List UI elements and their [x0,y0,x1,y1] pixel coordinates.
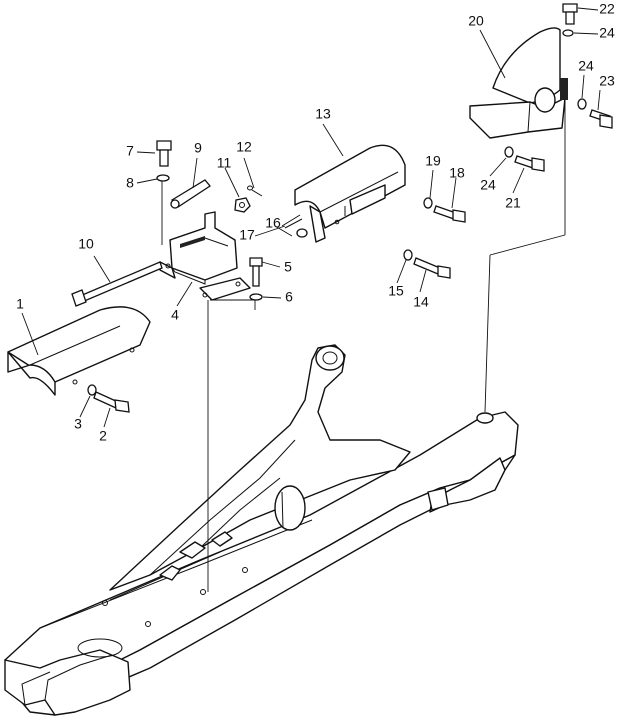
callout-16: 16 [265,215,281,231]
arm-link [109,344,411,591]
part-7-bolt [156,140,172,167]
part-20-guard [469,27,568,139]
main-frame [4,411,519,716]
callout-21: 21 [505,195,521,211]
part-15-washer [403,249,413,261]
callout-19: 19 [425,153,441,169]
callout-4: 4 [171,307,179,323]
callout-14: 14 [413,294,429,310]
callout-6: 6 [285,289,293,305]
callout-24-lower: 24 [480,177,496,193]
callout-15: 15 [388,283,404,299]
part-12-cotter-pin [247,185,263,197]
part-1-cover [7,306,151,396]
callout-17: 17 [239,227,255,243]
part-11-nut [234,197,251,213]
callout-3: 3 [74,416,82,432]
callout-7: 7 [126,143,134,159]
part-8-washer [156,174,170,182]
part-24-washers [504,29,587,158]
callout-23: 23 [599,73,615,89]
callout-24-top: 24 [599,25,615,41]
callout-1: 1 [16,296,24,312]
callout-labels: 1 2 3 4 5 6 7 8 9 10 11 12 13 14 15 16 1… [16,1,615,444]
reference-lines [161,95,566,592]
part-9-pin [170,179,211,209]
part-17-pin [281,214,303,229]
part-6-washer [249,293,263,301]
callout-8: 8 [126,175,134,191]
part-5-bolt [249,257,263,287]
part-3-washer [87,384,97,396]
part-13-cover [294,144,406,243]
part-16-washer [296,228,308,238]
callout-20: 20 [468,13,484,29]
part-22-bolt [562,3,578,25]
callout-5: 5 [284,259,292,275]
callout-18: 18 [449,165,465,181]
part-10-long-bolt [71,261,163,307]
leader-lines [21,7,601,428]
part-4-bracket [159,211,251,301]
callout-22: 22 [599,1,615,17]
part-19-washer [423,197,433,209]
callout-2: 2 [99,428,107,444]
callout-12: 12 [236,139,252,155]
callout-13: 13 [315,106,331,122]
part-14-bolt [413,257,451,279]
callout-11: 11 [217,155,232,171]
part-23-bolt [589,109,613,129]
part-18-bolt [433,205,466,223]
callout-9: 9 [194,140,202,156]
part-21-bolt [514,155,545,172]
callout-24-middle: 24 [578,58,594,74]
callout-10: 10 [78,236,94,252]
part-2-bolt [93,391,130,413]
